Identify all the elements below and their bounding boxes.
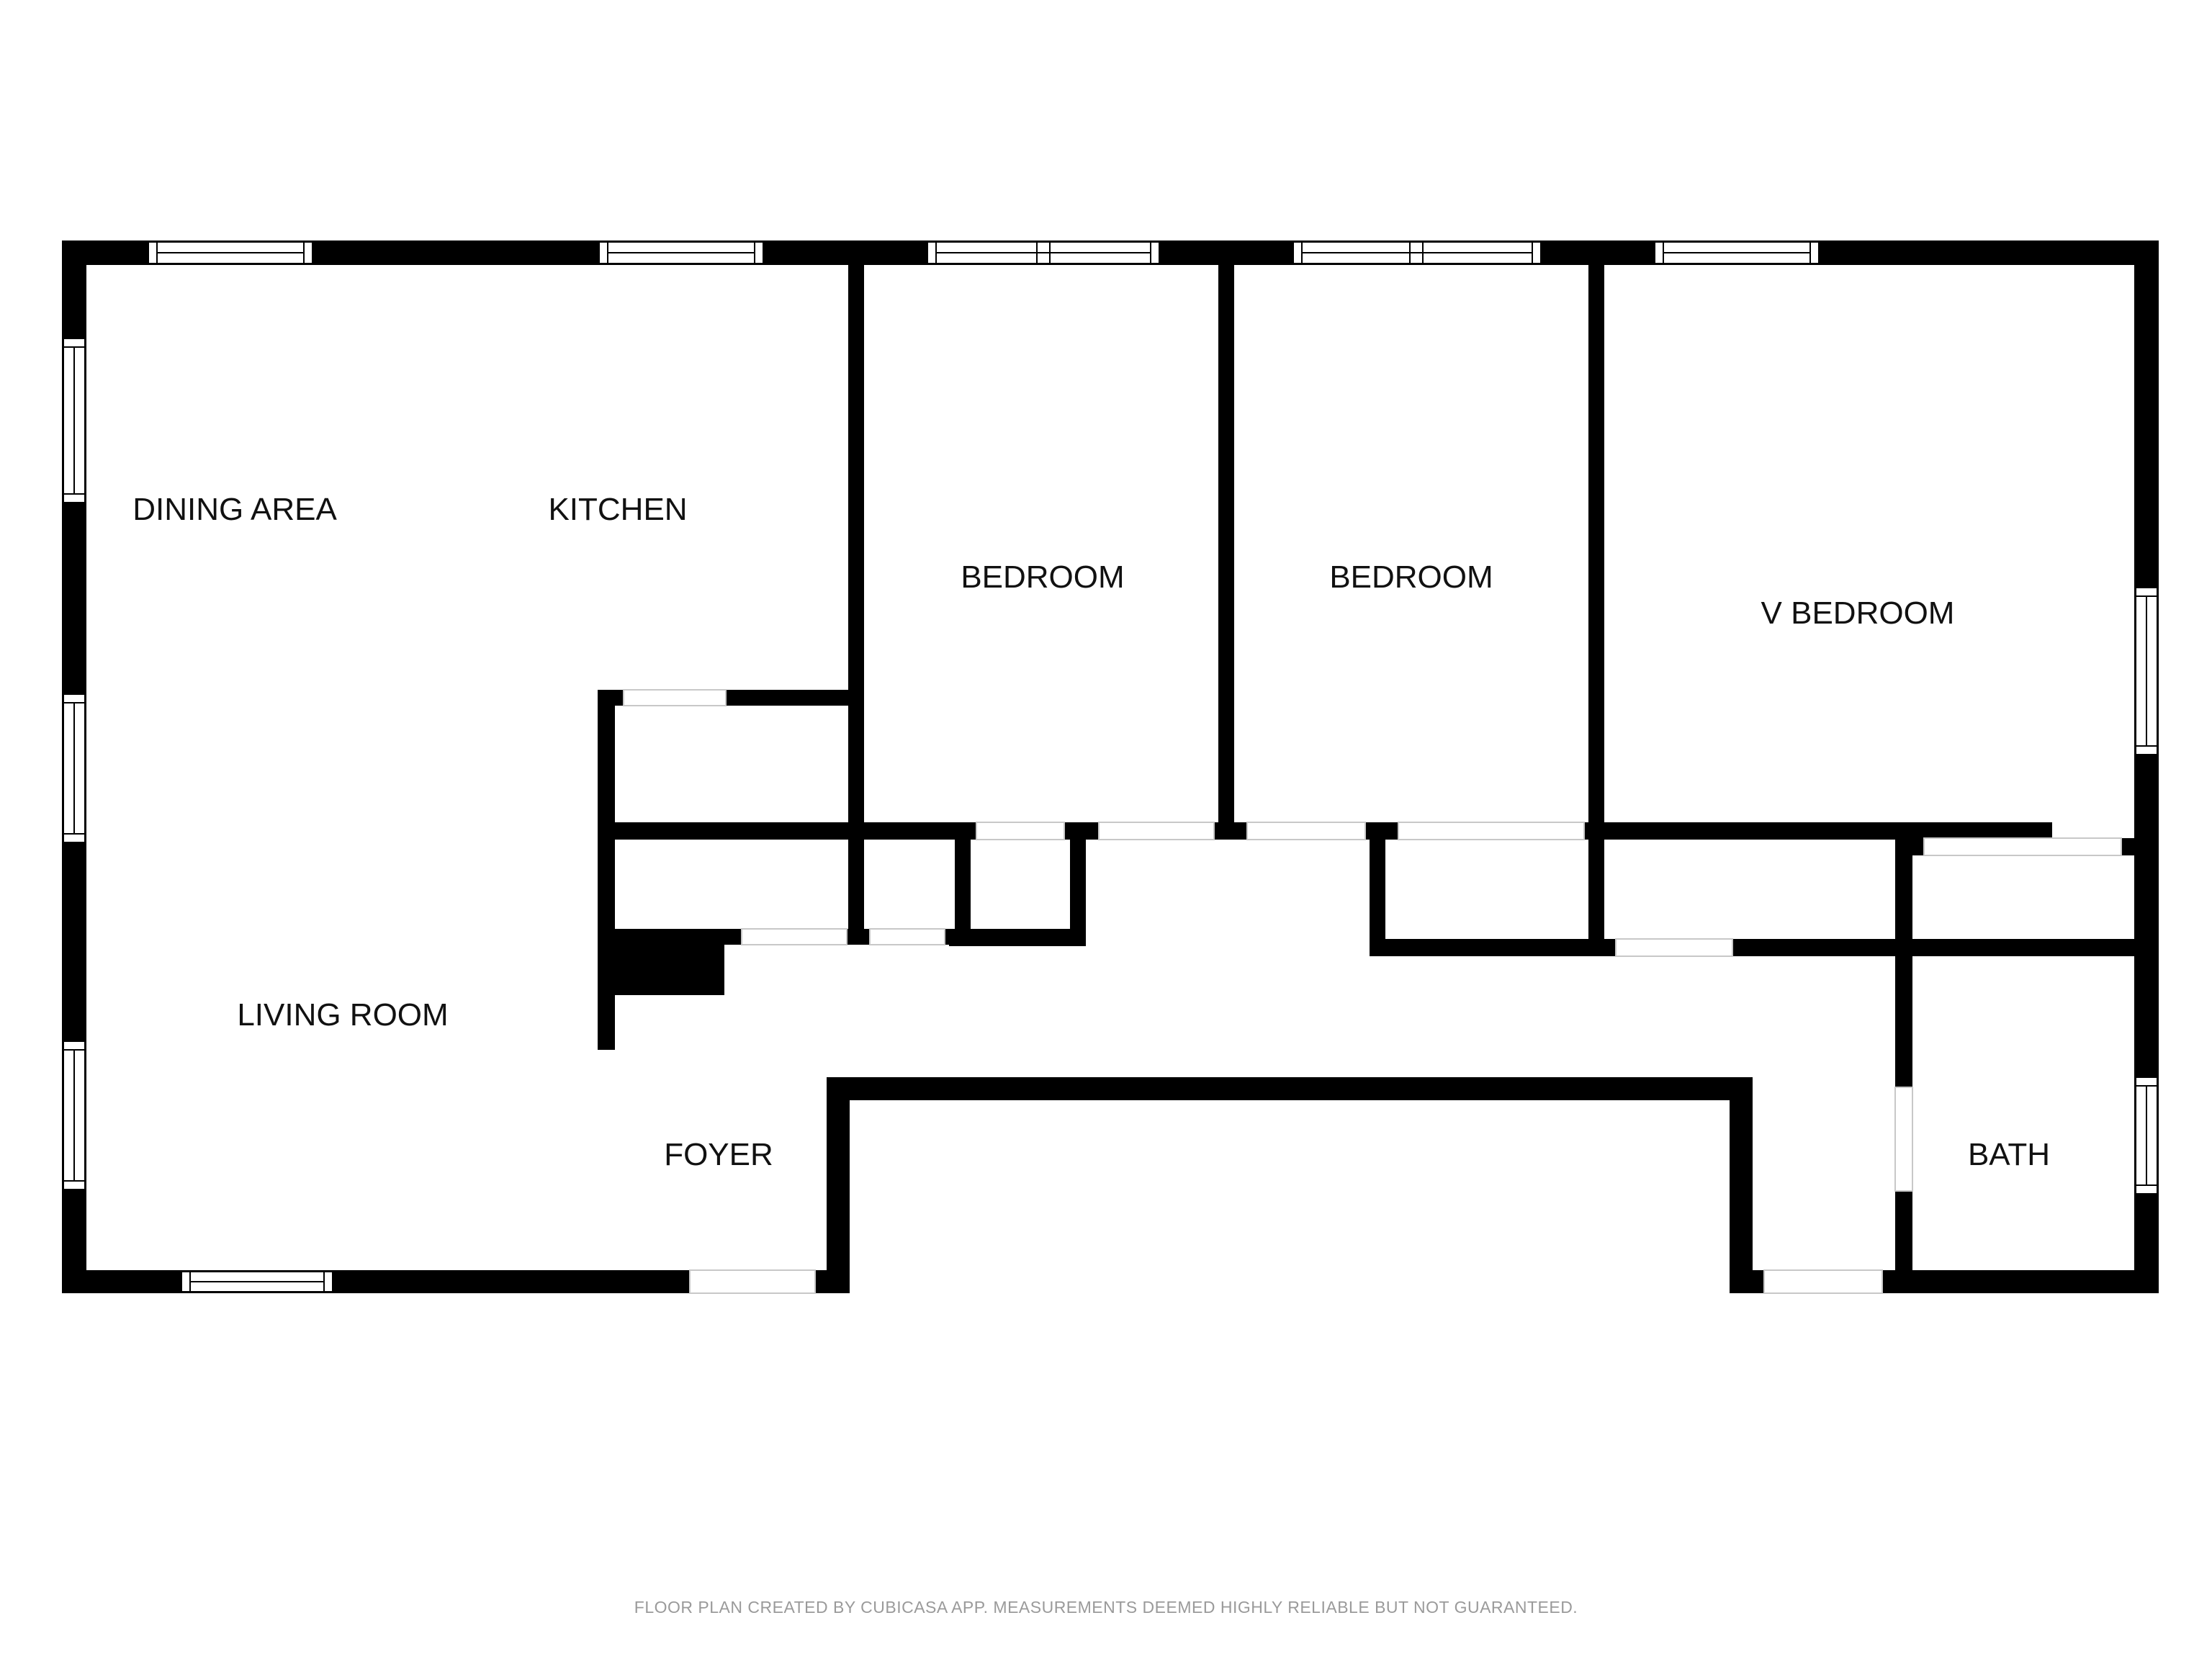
door-closet-a [741,928,848,945]
wall-linen-left [955,822,971,946]
label-bath: BATH [1968,1137,2050,1172]
window-top-2 [598,241,764,264]
room-labels: DINING AREA KITCHEN BEDROOM BEDROOM V BE… [132,492,2050,1172]
label-bedroom-2: BEDROOM [1329,559,1493,595]
label-kitchen: KITCHEN [548,492,687,527]
wall-bath-left [1895,838,1912,1293]
windows [63,241,2158,1292]
door-vbedroom [1615,938,1733,957]
door-closet-2 [1398,822,1585,840]
wall-bedroom-vbedroom [1588,262,1604,955]
window-bottom-1 [181,1271,333,1292]
window-left-1 [63,338,86,503]
wall-linen-right [1070,822,1086,946]
label-living-room: LIVING ROOM [237,997,448,1033]
window-left-3 [63,1040,86,1190]
wall-closet2-left [1370,822,1385,956]
wall-bedroom-bedroom [1218,262,1234,831]
window-right-2 [2135,1076,2158,1195]
wall-closet-left [598,690,615,1050]
window-top-5 [1654,241,1820,264]
exterior-walls [62,240,2159,1293]
window-top-3 [927,241,1160,264]
door-front [689,1269,816,1294]
window-top-1 [148,241,313,264]
window-top-4 [1292,241,1542,264]
door-pantry [623,689,727,706]
door-openings [623,689,2122,1294]
door-closet-b [869,928,945,945]
label-dining-area: DINING AREA [132,492,337,527]
door-linen [976,822,1065,840]
solid-block [611,929,724,995]
wall-linen-bottom [949,929,1086,946]
window-left-2 [63,693,86,843]
wall-closet2-bottom [1370,939,1604,956]
door-bath-side [1894,1087,1913,1192]
label-foyer: FOYER [664,1137,773,1172]
label-bedroom-1: BEDROOM [961,559,1124,595]
footer-disclaimer: FLOOR PLAN CREATED BY CUBICASA APP. MEAS… [634,1598,1578,1617]
wall-notch-top [827,1077,1753,1100]
door-bath-bottom [1763,1269,1883,1294]
wall-kitchen-bedroom [848,262,864,945]
wall-notch-right [1730,1077,1753,1293]
window-right-1 [2135,587,2158,755]
door-bedroom-2 [1246,822,1366,840]
door-bedroom-1 [1098,822,1215,840]
wall-notch-left [827,1077,850,1293]
label-v-bedroom: V BEDROOM [1761,595,1955,631]
door-wic [1923,837,2122,856]
